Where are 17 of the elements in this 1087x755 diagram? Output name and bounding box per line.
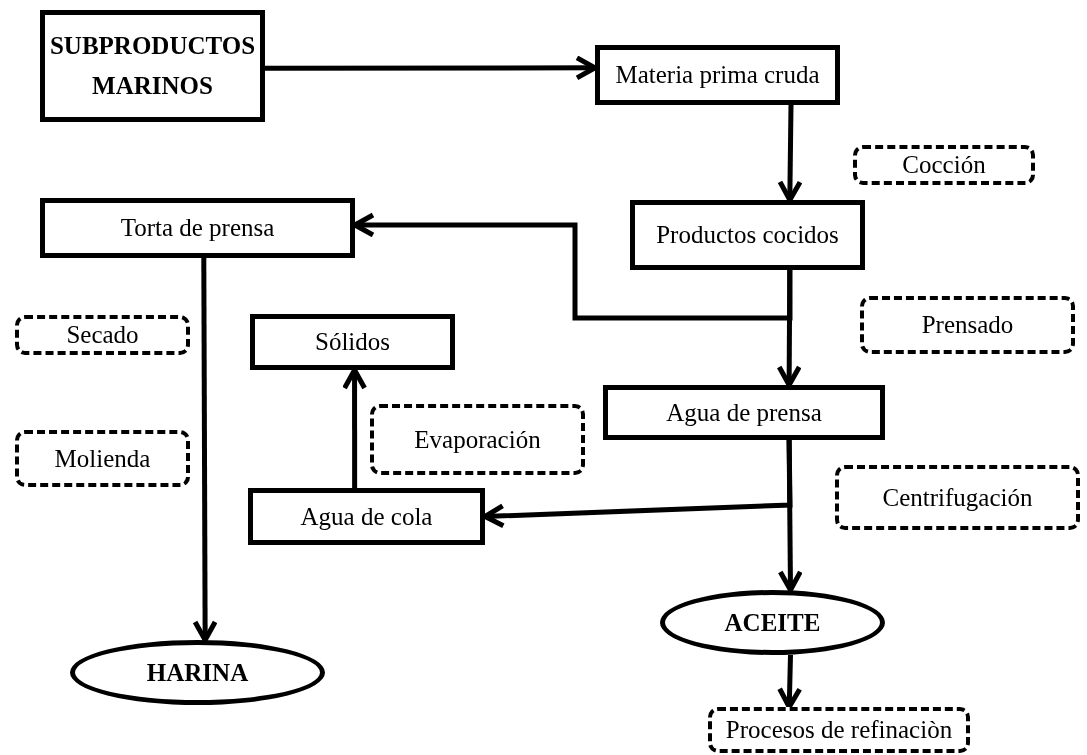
step-box: Prensado bbox=[860, 296, 1075, 354]
arrow bbox=[777, 654, 803, 710]
product-ellipse: HARINA bbox=[70, 640, 325, 705]
step-box: Molienda bbox=[15, 430, 190, 487]
step-box: Centrifugación bbox=[835, 465, 1080, 530]
step-box: Cocción bbox=[853, 145, 1035, 185]
process-box: Sólidos bbox=[250, 314, 455, 370]
product-ellipse: ACEITE bbox=[660, 590, 885, 655]
step-box: Evaporación bbox=[370, 404, 585, 475]
process-box: Agua de prensa bbox=[603, 385, 885, 440]
source-box: SUBPRODUCTOS MARINOS bbox=[40, 10, 265, 122]
step-box: Secado bbox=[15, 315, 190, 355]
process-box: Agua de cola bbox=[248, 488, 485, 545]
process-box: Torta de prensa bbox=[40, 198, 355, 258]
process-box: Productos cocidos bbox=[630, 200, 865, 270]
process-box: Materia prima cruda bbox=[595, 45, 840, 105]
step-box: Procesos de refinaciòn bbox=[708, 707, 970, 753]
